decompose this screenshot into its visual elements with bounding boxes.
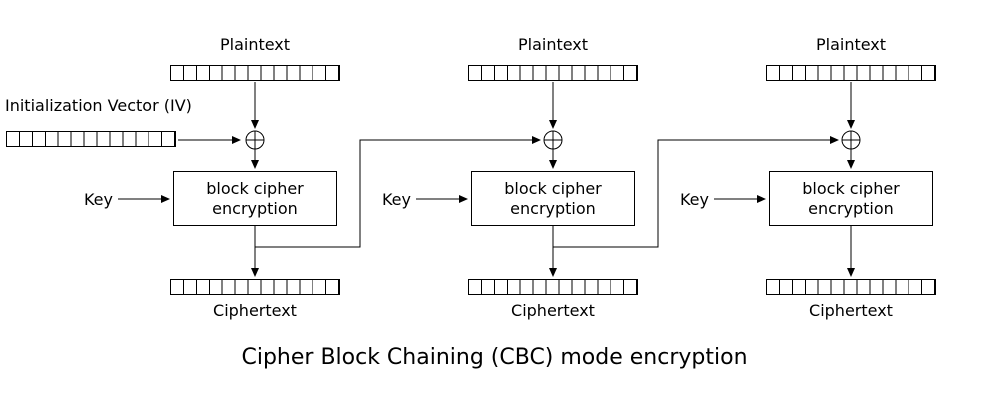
plaintext-register bbox=[468, 65, 638, 81]
key-label: Key bbox=[381, 190, 411, 209]
key-label: Key bbox=[679, 190, 709, 209]
xor-icon bbox=[543, 130, 563, 150]
ciphertext-label: Ciphertext bbox=[809, 301, 893, 320]
ciphertext-register bbox=[170, 279, 340, 295]
plaintext-register bbox=[766, 65, 936, 81]
ciphertext-label: Ciphertext bbox=[213, 301, 297, 320]
plaintext-label: Plaintext bbox=[517, 35, 589, 54]
xor-icon bbox=[841, 130, 861, 150]
ciphertext-label: Ciphertext bbox=[511, 301, 595, 320]
ciphertext-register bbox=[766, 279, 936, 295]
cipher-box-line1: block cipher bbox=[802, 178, 900, 198]
plaintext-label: Plaintext bbox=[815, 35, 887, 54]
cipher-box-line2: encryption bbox=[212, 198, 298, 218]
plaintext-register bbox=[170, 65, 340, 81]
cipher-box-line2: encryption bbox=[808, 198, 894, 218]
iv-label: Initialization Vector (IV) bbox=[5, 96, 192, 115]
plaintext-label: Plaintext bbox=[219, 35, 291, 54]
block-cipher-encryption-box: block cipher encryption bbox=[471, 171, 635, 226]
diagram-title: Cipher Block Chaining (CBC) mode encrypt… bbox=[241, 345, 748, 370]
block-cipher-encryption-box: block cipher encryption bbox=[769, 171, 933, 226]
cipher-box-line1: block cipher bbox=[206, 178, 304, 198]
xor-icon bbox=[245, 130, 265, 150]
iv-register bbox=[6, 131, 176, 147]
block-cipher-encryption-box: block cipher encryption bbox=[173, 171, 337, 226]
cipher-box-line2: encryption bbox=[510, 198, 596, 218]
ciphertext-register bbox=[468, 279, 638, 295]
cipher-box-line1: block cipher bbox=[504, 178, 602, 198]
key-label: Key bbox=[83, 190, 113, 209]
